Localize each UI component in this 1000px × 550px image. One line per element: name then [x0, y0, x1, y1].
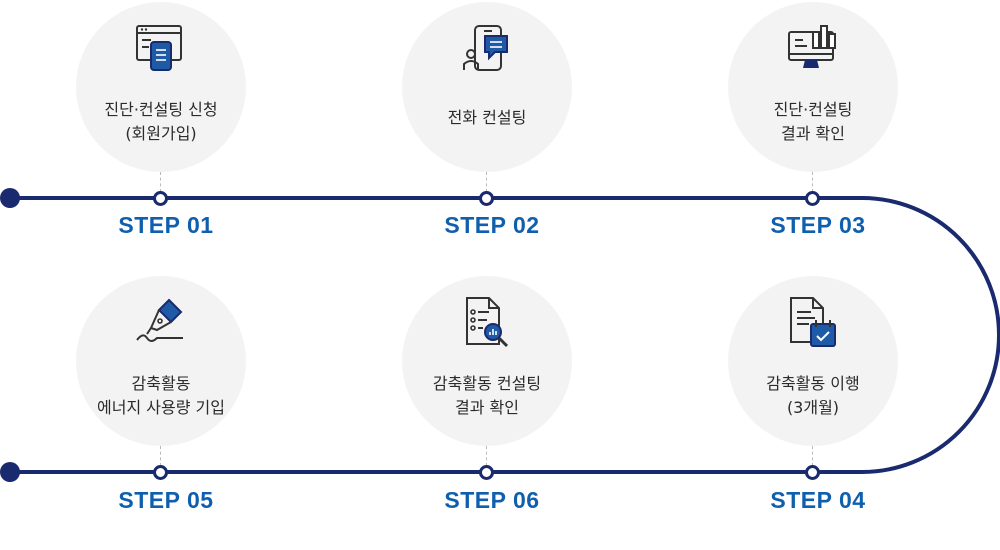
- track-start-dot-bottom: [0, 462, 20, 482]
- step-06-connector: [486, 446, 487, 466]
- step-06-title: STEP 06: [444, 487, 540, 513]
- document-calendar-check-icon: [790, 297, 836, 347]
- fountain-pen-signature-icon: [136, 298, 183, 342]
- step-05-title: STEP 05: [118, 487, 214, 513]
- step-02-circle: 전화 컨설팅: [402, 2, 572, 172]
- monitor-bar-chart-icon: [788, 25, 836, 68]
- step-05-circle: 감축활동 에너지 사용량 기입: [76, 276, 246, 446]
- step-04-circle: 감축활동 이행 (3개월): [728, 276, 898, 446]
- document-search-chart-icon: [466, 297, 509, 348]
- step-04-label: 감축활동 이행 (3개월): [766, 374, 860, 417]
- step-04-node: [805, 465, 820, 480]
- step-05-connector: [160, 446, 161, 466]
- step-02-label: 전화 컨설팅: [447, 108, 527, 127]
- track-start-dot-top: [0, 188, 20, 208]
- phone-chat-person-icon: [463, 25, 508, 71]
- step-05-node: [153, 465, 168, 480]
- step-04-connector: [812, 446, 813, 466]
- step-03-label: 진단·컨설팅 결과 확인: [773, 100, 853, 143]
- step-01-connector: [160, 172, 161, 192]
- step-06-circle: 감축활동 컨설팅 결과 확인: [402, 276, 572, 446]
- step-02-node: [479, 191, 494, 206]
- step-02-title: STEP 02: [444, 212, 540, 238]
- step-01-node: [153, 191, 168, 206]
- step-05-label: 감축활동 에너지 사용량 기입: [97, 374, 225, 417]
- step-01-title: STEP 01: [118, 212, 214, 238]
- step-03-node: [805, 191, 820, 206]
- step-01-label: 진단·컨설팅 신청 (회원가입): [104, 100, 218, 143]
- web-form-document-icon: [136, 25, 182, 71]
- step-04-title: STEP 04: [770, 487, 866, 513]
- step-01-circle: 진단·컨설팅 신청 (회원가입): [76, 2, 246, 172]
- step-03-circle: 진단·컨설팅 결과 확인: [728, 2, 898, 172]
- step-02-connector: [486, 172, 487, 192]
- track-path: [10, 196, 1000, 474]
- step-03-connector: [812, 172, 813, 192]
- step-06-label: 감축활동 컨설팅 결과 확인: [432, 374, 542, 417]
- step-03-title: STEP 03: [770, 212, 866, 238]
- step-06-node: [479, 465, 494, 480]
